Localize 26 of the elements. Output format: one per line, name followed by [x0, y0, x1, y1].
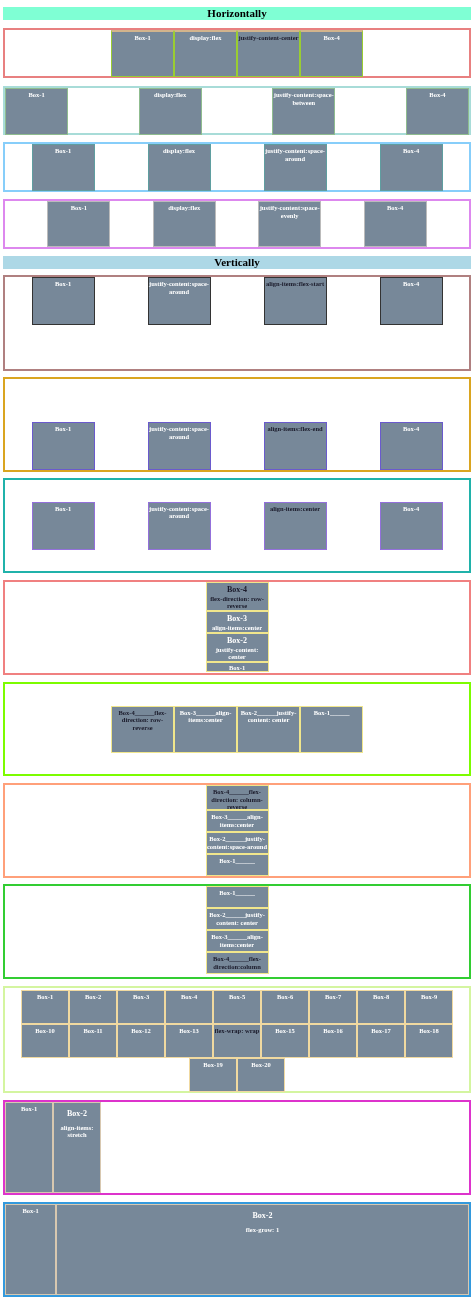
section-heading: Horizontally	[3, 7, 471, 20]
item-label: Box-4	[226, 584, 248, 594]
item-label: Box-2	[251, 1210, 274, 1221]
flex-container	[3, 199, 471, 249]
flex-container	[3, 682, 471, 776]
flex-item	[205, 611, 269, 633]
flex-container	[3, 28, 471, 78]
item-label: Box-2	[226, 635, 248, 645]
flex-item	[205, 582, 269, 611]
flex-container	[3, 986, 471, 1093]
flex-container	[3, 580, 471, 675]
flex-container	[3, 142, 471, 192]
flex-container	[3, 1202, 471, 1297]
section-heading: Vertically	[3, 256, 471, 269]
flex-item	[205, 633, 269, 662]
flex-container	[3, 884, 471, 979]
flex-container	[3, 783, 471, 878]
flex-container	[3, 275, 471, 371]
flex-container	[3, 377, 471, 472]
flex-item	[53, 1102, 101, 1193]
flex-container	[3, 86, 471, 135]
item-label: Box-3	[226, 613, 248, 623]
item-label: Box-2	[66, 1108, 88, 1119]
flex-container	[3, 478, 471, 573]
flex-container	[3, 1100, 471, 1195]
flex-item	[56, 1204, 469, 1295]
